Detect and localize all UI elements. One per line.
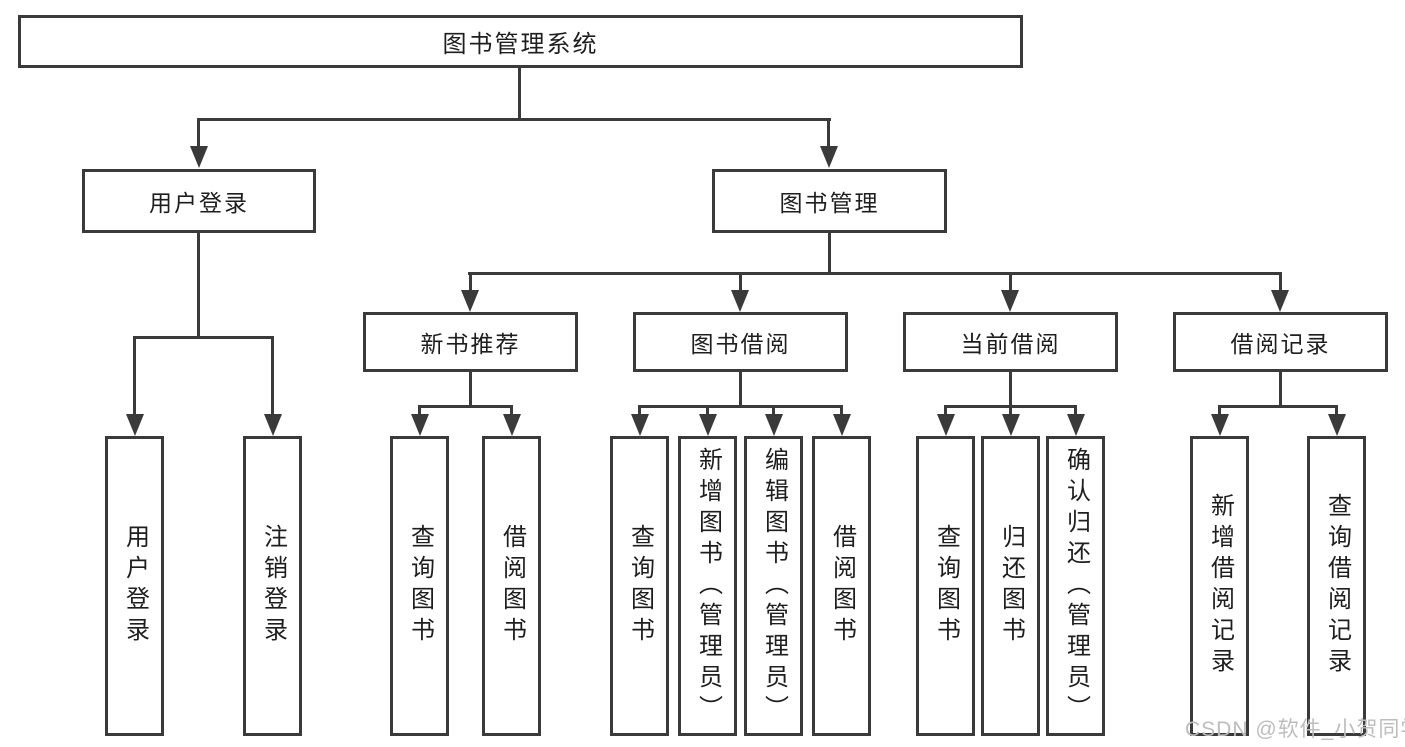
arrow-down-icon <box>833 414 851 436</box>
leaf-records-add-record: 新增借阅记录 <box>1190 436 1249 736</box>
connector-leaf <box>1009 405 1012 417</box>
leaf-label: 借阅图书 <box>498 524 526 648</box>
leaf-borrow-add-books-admin: 新增图书（管理员） <box>678 436 737 736</box>
connector-to-leaf-user-login <box>133 336 136 418</box>
arrow-down-icon <box>765 414 783 436</box>
arrow-down-icon <box>1002 414 1020 436</box>
node-current-borrow: 当前借阅 <box>903 312 1118 372</box>
connector-new-book-distributor <box>418 405 513 408</box>
connector-new-book-stem <box>469 372 472 406</box>
leaf-label: 查询借阅记录 <box>1323 493 1351 679</box>
connector-to-leaf-logout <box>271 336 274 418</box>
arrow-down-icon <box>731 290 749 312</box>
arrow-down-icon <box>1067 414 1085 436</box>
arrow-down-icon <box>264 414 282 436</box>
connector-leaf <box>840 405 843 417</box>
arrow-down-icon <box>411 414 429 436</box>
arrow-down-icon <box>503 414 521 436</box>
connector-borrow-records-distributor <box>1218 405 1338 408</box>
node-user-login-module: 用户登录 <box>82 169 316 233</box>
connector-current-borrow-stem <box>1009 372 1012 406</box>
leaf-label: 查询图书 <box>626 524 654 648</box>
arrow-down-icon <box>1328 414 1346 436</box>
leaf-newbook-borrow-books: 借阅图书 <box>482 436 541 736</box>
leaf-borrow-query-books: 查询图书 <box>610 436 669 736</box>
arrow-down-icon <box>190 146 208 168</box>
csdn-watermark: CSDN @软件_小贺同学 <box>1185 718 1405 741</box>
connector-leaf <box>638 405 641 417</box>
connector-leaf <box>1335 405 1338 417</box>
leaf-borrow-edit-books-admin: 编辑图书（管理员） <box>744 436 803 736</box>
connector-user-login-stem <box>197 233 200 339</box>
connector-book-borrow-distributor <box>638 405 843 408</box>
connector-to-book-management <box>827 118 830 150</box>
arrow-down-icon <box>699 414 717 436</box>
leaf-current-query-books: 查询图书 <box>916 436 975 736</box>
arrow-down-icon <box>1211 414 1229 436</box>
arrow-down-icon <box>126 414 144 436</box>
connector-leaf <box>510 405 513 417</box>
leaf-records-query-record: 查询借阅记录 <box>1307 436 1366 736</box>
leaf-user-login: 用户登录 <box>105 436 164 736</box>
connector-leaf <box>1218 405 1221 417</box>
leaf-label: 编辑图书（管理员） <box>760 446 788 726</box>
connector-user-login-distributor <box>133 336 274 339</box>
leaf-current-return-books: 归还图书 <box>981 436 1040 736</box>
node-library-management-system: 图书管理系统 <box>18 15 1023 68</box>
leaf-label: 新增借阅记录 <box>1206 493 1234 679</box>
connector-leaf <box>418 405 421 417</box>
leaf-label: 用户登录 <box>121 524 149 648</box>
leaf-label: 注销登录 <box>259 524 287 648</box>
node-book-borrow: 图书借阅 <box>633 312 848 372</box>
arrow-down-icon <box>631 414 649 436</box>
connector-leaf <box>772 405 775 417</box>
connector-root-stem <box>518 68 521 121</box>
leaf-newbook-query-books: 查询图书 <box>390 436 449 736</box>
leaf-label: 借阅图书 <box>828 524 856 648</box>
connector-leaf <box>944 405 947 417</box>
connector-root-distributor <box>197 118 831 121</box>
leaf-current-confirm-return-admin: 确认归还（管理员） <box>1046 436 1105 736</box>
connector-book-management-stem <box>828 233 831 275</box>
leaf-label: 归还图书 <box>997 524 1025 648</box>
connector-to-user-login <box>197 118 200 150</box>
connector-leaf <box>1074 405 1077 417</box>
arrow-down-icon <box>937 414 955 436</box>
leaf-label: 查询图书 <box>406 524 434 648</box>
leaf-label: 查询图书 <box>932 524 960 648</box>
node-new-book-recommend: 新书推荐 <box>363 312 578 372</box>
connector-to-new-book <box>469 272 472 294</box>
leaf-borrow-borrow-books: 借阅图书 <box>812 436 871 736</box>
arrow-down-icon <box>1001 290 1019 312</box>
connector-borrow-records-stem <box>1279 372 1282 406</box>
arrow-down-icon <box>820 146 838 168</box>
connector-to-current-borrow <box>1009 272 1012 294</box>
arrow-down-icon <box>1271 290 1289 312</box>
leaf-logout: 注销登录 <box>243 436 302 736</box>
arrow-down-icon <box>461 290 479 312</box>
connector-leaf <box>706 405 709 417</box>
node-borrow-records: 借阅记录 <box>1173 312 1388 372</box>
connector-book-borrow-stem <box>739 372 742 406</box>
node-book-management-module: 图书管理 <box>712 169 947 233</box>
leaf-label: 新增图书（管理员） <box>694 446 722 726</box>
connector-to-book-borrow <box>739 272 742 294</box>
connector-to-borrow-records <box>1279 272 1282 294</box>
connector-book-management-distributor <box>468 272 1282 275</box>
leaf-label: 确认归还（管理员） <box>1062 446 1090 726</box>
